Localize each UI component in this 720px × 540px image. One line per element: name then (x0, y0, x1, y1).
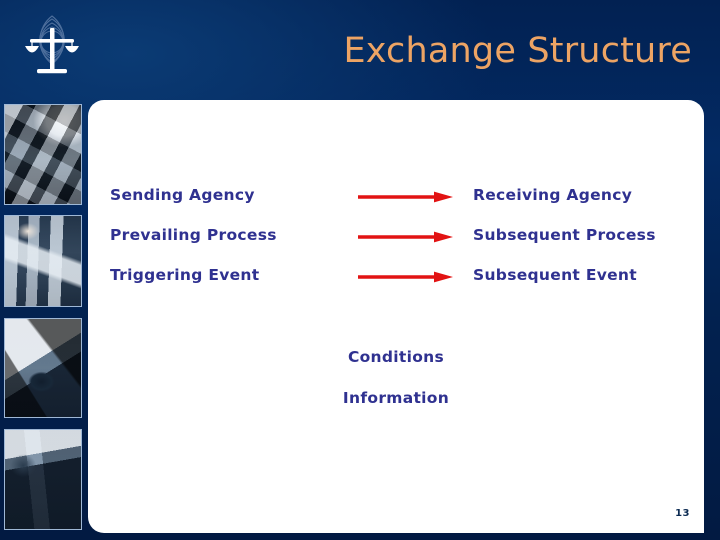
flow-row: Sending Agency Receiving Agency (110, 182, 690, 222)
scales-of-justice-logo (10, 6, 94, 90)
photo-person-in-vehicle (4, 429, 82, 530)
flow-target-label: Subsequent Process (473, 226, 656, 244)
photo-person-with-documents-image (5, 216, 81, 306)
conditions-label: Conditions (347, 348, 445, 366)
flow-target-label: Subsequent Event (473, 266, 637, 284)
photo-person-with-documents (4, 215, 82, 307)
page-title: Exchange Structure (343, 31, 692, 71)
arrow-right-icon (358, 271, 453, 283)
photo-keyboard-hand-image (5, 105, 81, 204)
slide-number: 13 (675, 508, 690, 519)
flow-source-label: Triggering Event (110, 266, 260, 284)
photo-person-in-vehicle-image (5, 430, 81, 529)
flow-source-label: Prevailing Process (110, 226, 277, 244)
content-card: Sending Agency Receiving Agency Prevaili… (88, 100, 704, 533)
photo-gavel-law-books-image (5, 319, 81, 417)
photo-strip (4, 104, 82, 534)
arrow-right-icon (358, 231, 453, 243)
flow-row: Prevailing Process Subsequent Process (110, 222, 690, 262)
arrow-right-icon (358, 191, 453, 203)
flow-row: Triggering Event Subsequent Event (110, 262, 690, 302)
information-label: Information (342, 389, 450, 407)
flow-target-label: Receiving Agency (473, 186, 633, 204)
photo-gavel-law-books (4, 318, 82, 418)
flow-source-label: Sending Agency (110, 186, 255, 204)
photo-keyboard-hand (4, 104, 82, 205)
exchange-flow-rows: Sending Agency Receiving Agency Prevaili… (110, 182, 690, 302)
